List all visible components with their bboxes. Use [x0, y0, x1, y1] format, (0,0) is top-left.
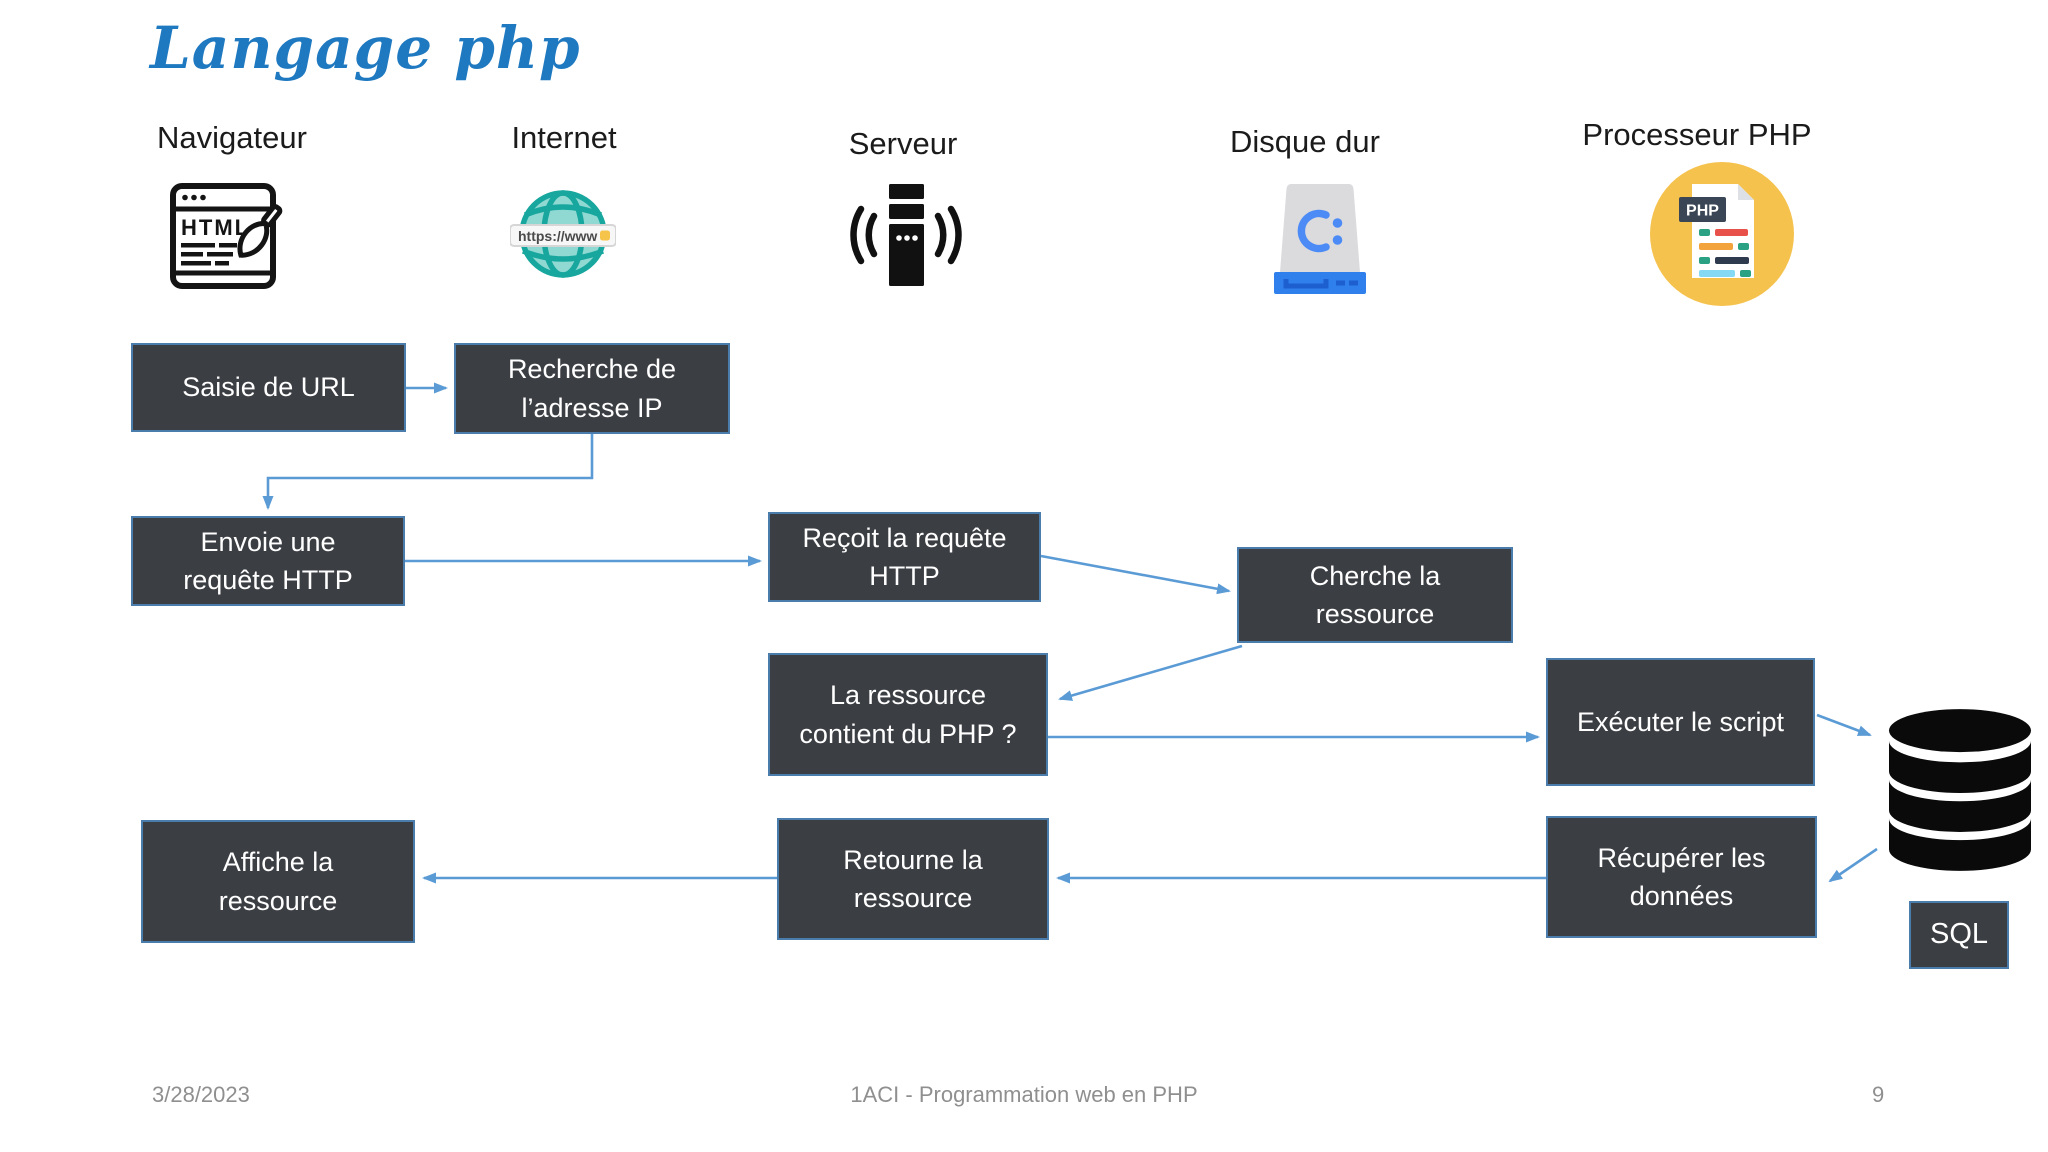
- box-retourne-ressource: Retourne la ressource: [777, 818, 1049, 940]
- footer-date: 3/28/2023: [152, 1082, 250, 1107]
- box-recuperer-donnees: Récupérer les données: [1546, 816, 1817, 938]
- box-affiche-ressource: Affiche la ressource: [141, 820, 415, 943]
- footer-page-number: 9: [1872, 1082, 1885, 1107]
- box-cherche-ressource: Cherche la ressource: [1237, 547, 1513, 643]
- box-recherche-ip: Recherche de l’adresse IP: [454, 343, 730, 434]
- arrow-database-to-recuperer: [1828, 847, 1878, 883]
- php-document-icon: PHP: [1650, 162, 1794, 306]
- hard-drive-icon: C:: [1274, 184, 1366, 294]
- php-badge-label: PHP: [1686, 203, 1719, 220]
- box-envoie-requete: Envoie une requête HTTP: [131, 516, 405, 606]
- browser-html-label: HTML: [181, 215, 250, 240]
- globe-url-label: https://www: [518, 228, 597, 244]
- column-label-disque-dur: Disque dur: [1230, 124, 1380, 159]
- column-label-serveur: Serveur: [848, 126, 958, 161]
- database-icon: [1889, 709, 2031, 871]
- globe-icon: https://www: [510, 190, 616, 278]
- footer-course: 1ACI - Programmation web en PHP: [850, 1082, 1198, 1107]
- column-label-navigateur: Navigateur: [157, 120, 307, 155]
- slide-title: Langage php: [150, 14, 581, 82]
- column-label-processeur-php: Processeur PHP: [1582, 117, 1812, 152]
- box-ressource-php: La ressource contient du PHP ?: [768, 653, 1048, 776]
- box-saisie-url: Saisie de URL: [131, 343, 406, 432]
- arrow-recoit-to-cherche: [1040, 554, 1231, 595]
- box-sql: SQL: [1909, 901, 2009, 969]
- browser-html-icon: HTML: [170, 183, 283, 289]
- arrow-executer-to-database: [1816, 713, 1872, 737]
- box-recoit-requete: Reçoit la requête HTTP: [768, 512, 1041, 602]
- box-executer-script: Exécuter le script: [1546, 658, 1815, 786]
- column-label-internet: Internet: [511, 120, 617, 155]
- server-icon: [850, 184, 962, 286]
- brush-icon: [237, 204, 283, 258]
- arrow-recherche-to-envoie: [262, 434, 594, 510]
- arrow-cherche-to-la-ressource: [1058, 644, 1243, 701]
